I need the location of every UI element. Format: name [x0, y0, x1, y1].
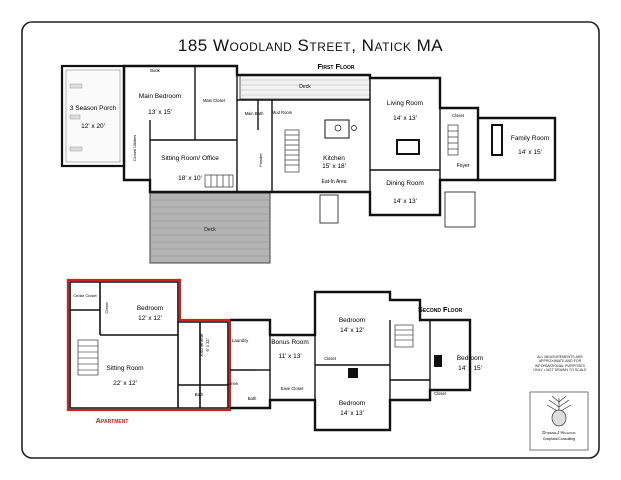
second-floor-heading: Second Floor	[418, 305, 463, 314]
first-floor-heading: First Floor	[317, 62, 354, 71]
fireplace-family	[491, 124, 503, 156]
main-closet-label: Main Closet	[203, 98, 226, 103]
main-bedroom-name: Main Bedroom	[139, 93, 181, 100]
first-floor-interior	[123, 66, 441, 215]
laundry-label: Laundry	[232, 338, 249, 343]
second-floor-stairs	[394, 324, 414, 348]
eave-closet-label: Eave Closet	[281, 386, 304, 391]
dining-size: 14' x 13'	[393, 198, 417, 205]
dining-steps	[444, 191, 476, 228]
deck-bottom-label: Deck	[204, 227, 216, 233]
bonus-size: 11' x 13'	[278, 353, 301, 360]
second-floor-interior	[230, 320, 431, 400]
first-floor-walls	[122, 64, 557, 217]
chimney-second	[348, 368, 358, 378]
porch-size: 12' x 20'	[81, 123, 105, 130]
second-floor-walls	[230, 290, 472, 432]
bath-label-second: Bath	[248, 396, 257, 401]
bedroom-c-name: Bedroom	[339, 400, 365, 407]
apt-closet-label: Closet	[104, 301, 109, 313]
deck-bottom: Deck	[149, 192, 271, 264]
fireplace-living	[396, 139, 420, 155]
chimney-second-b	[434, 355, 442, 367]
apt-bedroom-name: Bedroom	[137, 305, 163, 312]
stove-burner	[351, 125, 357, 131]
apartment-heading: Apartment	[96, 416, 129, 425]
bedroom-a-size: 14' x 12'	[340, 327, 364, 334]
apt-sitting-name: Sitting Room	[106, 365, 143, 372]
closet-label-third: Closet	[434, 391, 447, 396]
sitting-office-name: Sitting Room/ Office	[161, 155, 219, 162]
closet-utilities-label: Closet/ Utilities	[132, 135, 137, 161]
bedroom-a-name: Bedroom	[339, 317, 365, 324]
dining-name: Dining Room	[386, 180, 424, 187]
apt-bedroom-size: 12' x 12'	[138, 315, 162, 322]
kitchenette-name: Kitchenette	[199, 333, 204, 356]
kitchenette-size: 6' x 12'	[205, 338, 210, 351]
mud-room-label: Mud Room	[272, 110, 293, 115]
main-bedroom-size: 13' x 15'	[148, 109, 172, 116]
apartment-stairs	[77, 339, 99, 376]
stairs-first	[204, 124, 459, 188]
deck-top-label: Deck	[299, 84, 311, 90]
stove-burner	[334, 124, 342, 132]
page-title: 185 Woodland Street, Natick MA	[177, 36, 444, 55]
apt-bath-label: Bath	[195, 392, 204, 397]
book-label: Book	[150, 68, 160, 73]
foyer-label: Foyer	[457, 163, 470, 169]
linen-label: Linen	[228, 381, 239, 386]
cedar-closet-label: Cedar Closet	[73, 293, 97, 298]
deck-top: Deck	[239, 74, 371, 100]
powder-label: Powder	[258, 153, 263, 167]
eat-in-label: Eat-In Area	[321, 179, 346, 185]
apartment-walls	[69, 281, 229, 409]
sitting-office-size: 18' x 10'	[178, 175, 202, 182]
brand-name: Dorene J Higgons	[542, 430, 575, 435]
bedroom-b-size: 14' x 15'	[458, 365, 482, 372]
brand-tagline: Graphics/Consulting	[543, 437, 575, 441]
main-bath-label: Main Bath	[245, 111, 265, 116]
porch-name: 3 Season Porch	[70, 105, 117, 112]
bonus-name: Bonus Room	[271, 339, 309, 346]
kitchen-size: 15' x 18'	[322, 163, 346, 170]
family-name: Family Room	[511, 135, 549, 142]
kitchen-name: Kitchen	[323, 155, 345, 162]
bedroom-b-name: Bedroom	[457, 355, 483, 362]
kitchen-island	[324, 119, 350, 139]
closet-label-second: Closet	[324, 356, 337, 361]
living-size: 14' x 13'	[393, 115, 417, 122]
apt-sitting-size: 22' x 12'	[113, 380, 137, 387]
closet-label-first: Closet	[452, 113, 465, 118]
porch	[60, 64, 126, 168]
living-name: Living Room	[387, 100, 423, 107]
disclaimer-text: All measurements are approximate and for…	[533, 355, 587, 373]
family-size: 14' x 15'	[518, 149, 542, 156]
brand-logo: Dorene J Higgons Graphics/Consulting	[529, 391, 589, 451]
bedroom-c-size: 14' x 13'	[340, 410, 364, 417]
mudroom-steps	[319, 194, 339, 224]
